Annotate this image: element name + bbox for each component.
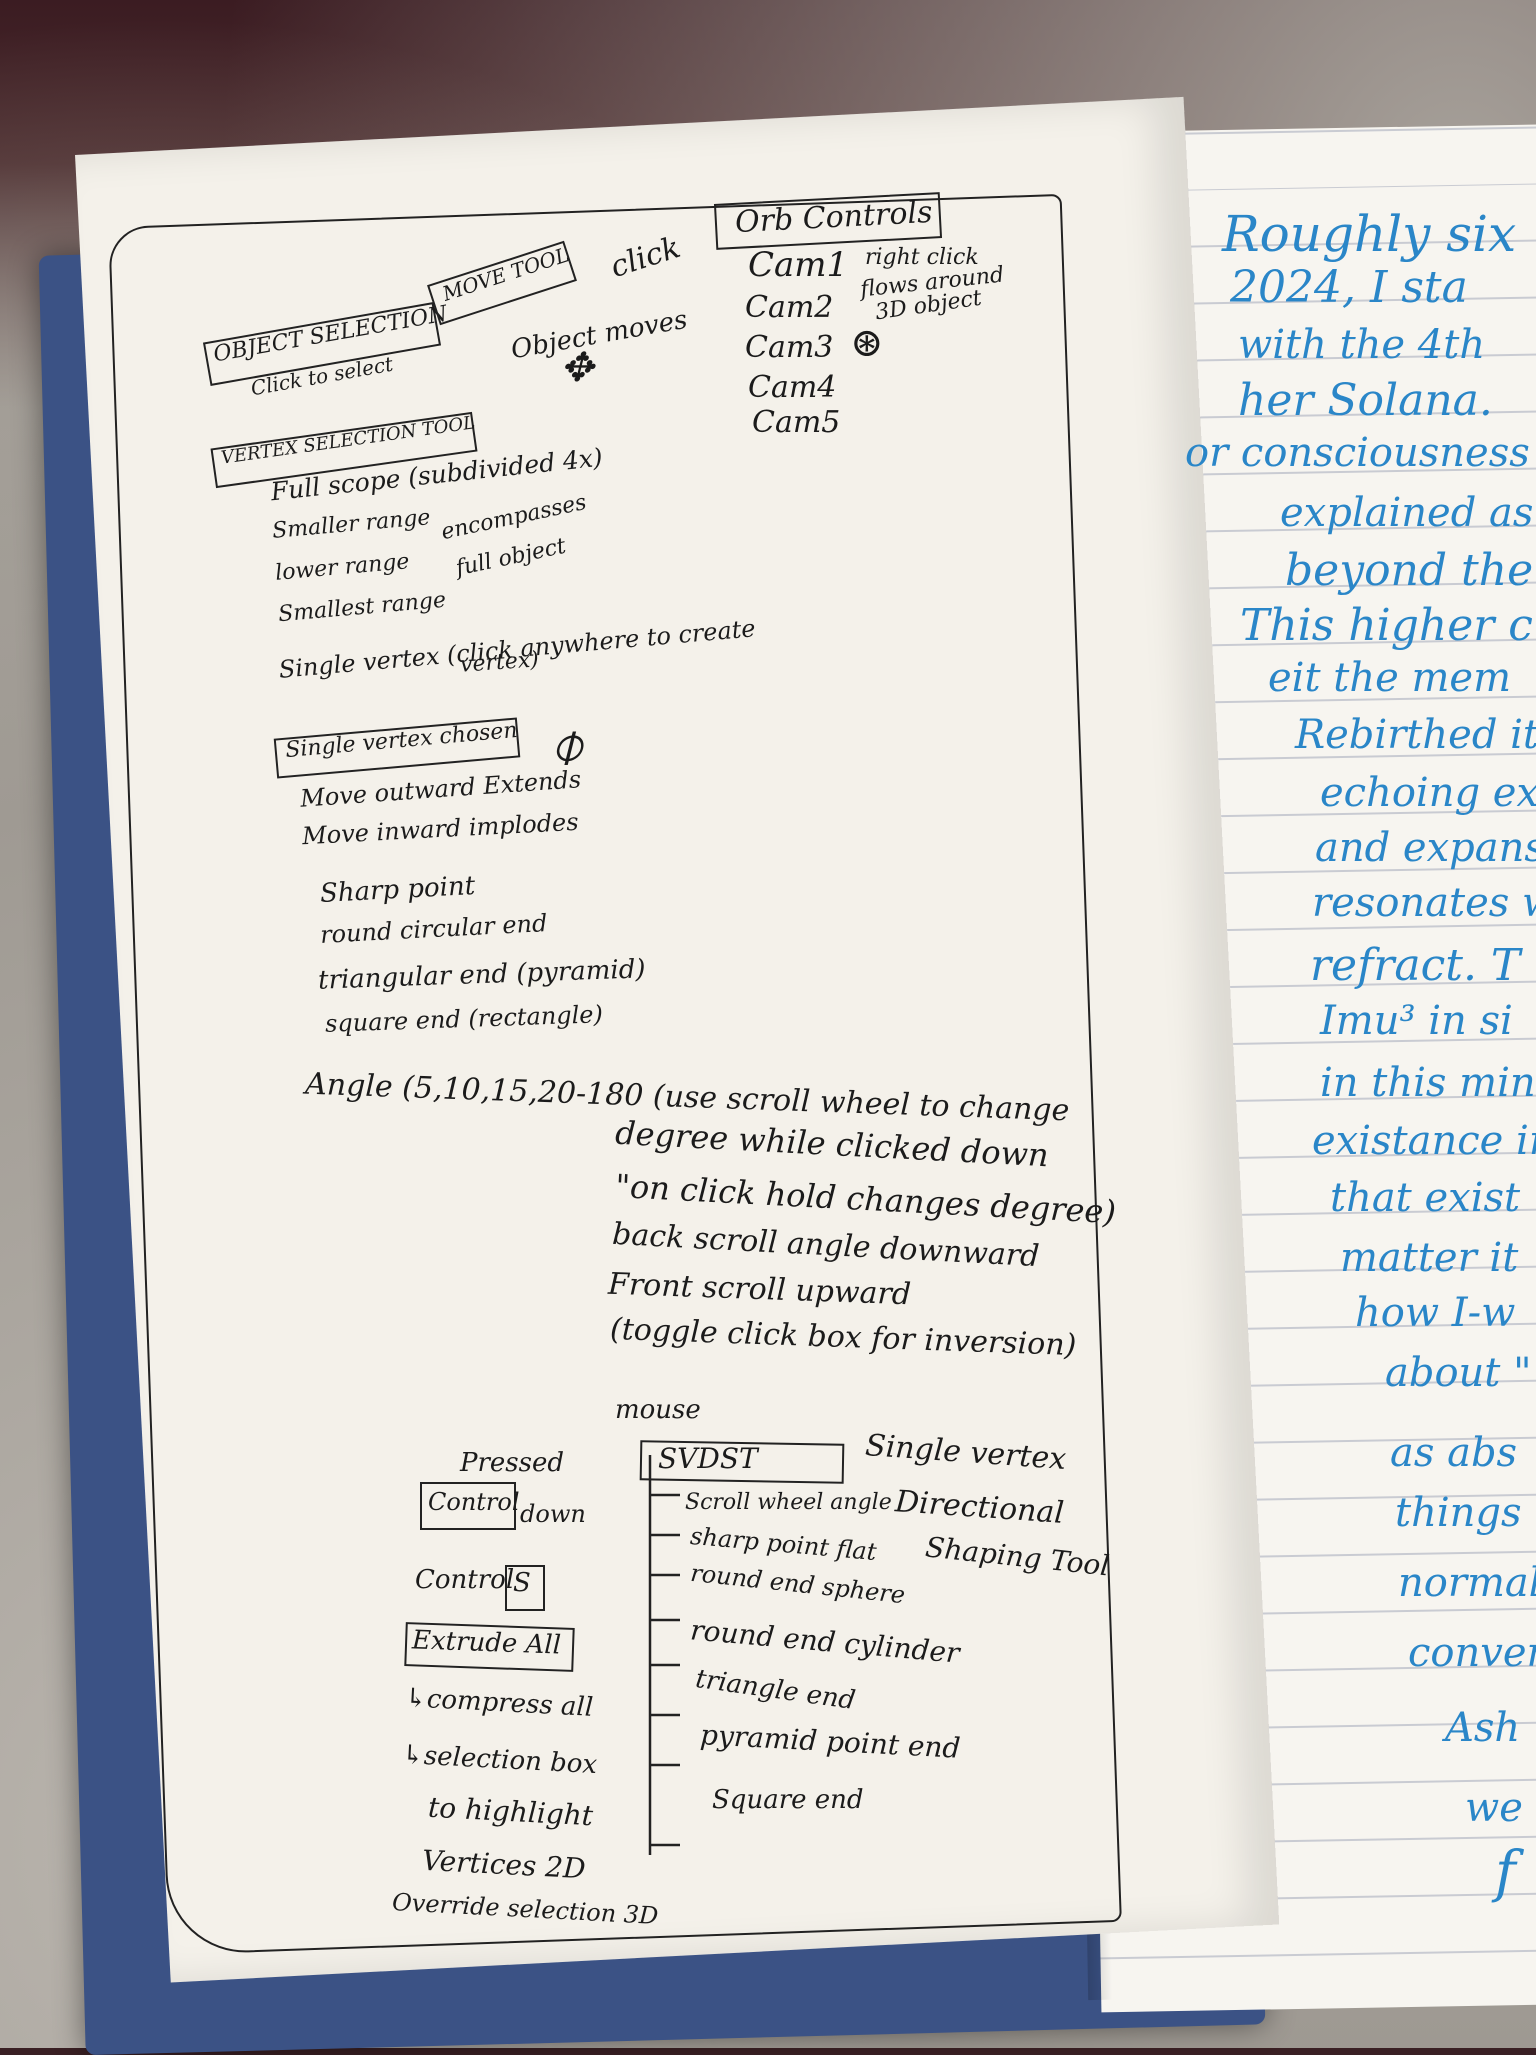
orb-note-1: right click xyxy=(865,245,979,270)
right-line-22: as abs xyxy=(1390,1430,1518,1476)
s-key-box xyxy=(505,1565,545,1611)
pressed-note: Pressed xyxy=(460,1448,565,1478)
right-line-27: we xyxy=(1465,1785,1523,1831)
right-line-2: 2024, I sta xyxy=(1230,262,1468,313)
right-line-23: things xyxy=(1395,1490,1522,1536)
right-line-5: or consciousness xyxy=(1185,430,1530,476)
cam-2: Cam2 xyxy=(745,290,834,325)
right-line-1: Roughly six xyxy=(1222,205,1517,263)
right-line-21: about " xyxy=(1385,1350,1532,1396)
cam-1: Cam1 xyxy=(748,245,849,285)
right-line-4: her Solana. xyxy=(1238,375,1493,426)
right-line-18: that exist xyxy=(1330,1175,1521,1221)
right-line-14: refract. T xyxy=(1310,940,1521,991)
right-line-6: explained as xyxy=(1280,490,1534,536)
xyz-axis-icon: ⊛ xyxy=(850,320,884,366)
cam-5: Cam5 xyxy=(752,405,841,440)
s-key-label: S xyxy=(513,1568,531,1598)
control-s-label: Control xyxy=(415,1565,515,1595)
svdst-item-7: Square end xyxy=(712,1785,864,1815)
right-line-17: existance in xyxy=(1312,1118,1536,1164)
control-key-box xyxy=(420,1482,516,1530)
right-line-8: This higher c xyxy=(1240,600,1533,651)
mouse-note: mouse xyxy=(615,1395,701,1425)
cam-3: Cam3 xyxy=(745,330,834,365)
right-line-10: Rebirthed it xyxy=(1295,712,1536,758)
extrude-sketch-icon: ⌽ xyxy=(548,710,584,780)
right-line-26: Ash xyxy=(1445,1705,1521,1751)
right-line-28: f xyxy=(1495,1840,1516,1905)
right-line-20: how I-w xyxy=(1355,1290,1516,1336)
extrude-all-label: Extrude All xyxy=(411,1625,562,1661)
right-line-25: convers xyxy=(1408,1630,1536,1676)
right-line-24: normaliz xyxy=(1398,1560,1536,1606)
axis-arrows-icon: ✥ xyxy=(560,345,594,391)
right-line-12: and expansi xyxy=(1315,825,1536,871)
right-line-11: echoing exi xyxy=(1320,770,1536,816)
right-line-3: with the 4th xyxy=(1238,322,1486,368)
right-line-7: beyond the xyxy=(1285,545,1534,596)
svdst-label: SVDST xyxy=(658,1442,758,1475)
svdst-tree-lines xyxy=(648,1455,680,1855)
down-note: down xyxy=(520,1500,586,1528)
right-line-16: in this min xyxy=(1320,1060,1536,1106)
svdst-item-1: Scroll wheel angle xyxy=(685,1490,892,1515)
cam-4: Cam4 xyxy=(748,370,837,405)
right-line-9: eit the mem xyxy=(1268,655,1512,701)
right-line-15: Imu³ in si xyxy=(1320,998,1513,1044)
right-line-13: resonates w xyxy=(1312,880,1536,926)
right-line-19: matter it xyxy=(1340,1235,1519,1281)
control-key-label: Control xyxy=(428,1488,520,1516)
